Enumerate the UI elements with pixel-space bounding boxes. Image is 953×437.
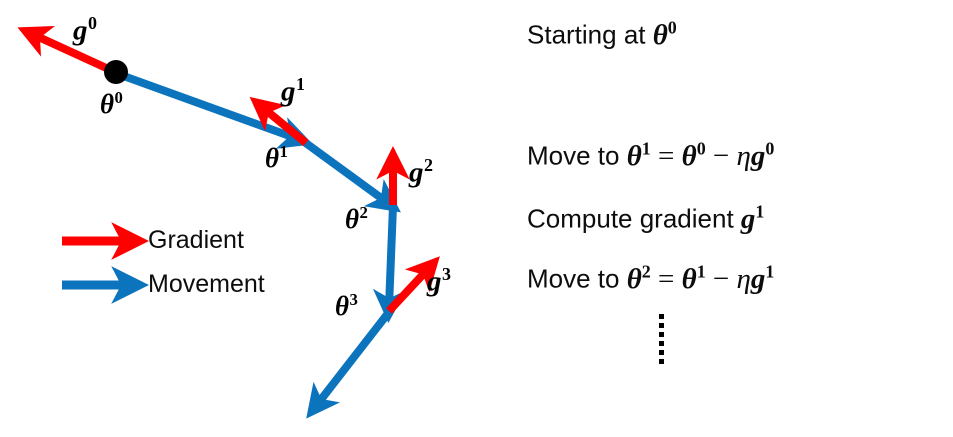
step-compute-gradient-g1: Compute gradient g1 [527,201,765,235]
gradient-arrows [17,26,440,314]
gradient-label-g3: g3 [427,264,451,298]
legend-label-movement: Movement [148,270,265,298]
movement-arrow-3 [306,309,393,419]
step-prefix: Starting at [527,19,653,50]
step-move-to-theta2: Move to θ2 = θ1 − ηg1 [527,261,775,295]
movement-arrow-0 [116,70,314,149]
node-label-theta0: θ0 [100,88,123,119]
movement-arrow-2 [372,205,407,323]
step-prefix: Move to [527,140,627,171]
gradient-arrow-0 [17,26,117,76]
step-move-to-theta1: Move to θ1 = θ0 − ηg0 [527,138,775,172]
step-prefix: Compute gradient [527,203,741,234]
node-label-theta3: θ3 [335,290,358,321]
node-label-theta1: θ1 [265,142,288,173]
node-label-theta2: θ2 [345,203,368,234]
gradient-label-g2: g2 [409,155,433,189]
step-prefix: Move to [527,263,627,294]
step-starting-at: Starting at θ0 [527,17,677,51]
gradient-arrow-3 [386,256,440,314]
gradient-arrow-1 [249,96,309,147]
legend-arrows [62,222,149,304]
theta0-point-marker [104,60,128,84]
vertical-ellipsis-icon [659,314,666,366]
movement-arrow-1 [300,137,401,213]
gradient-label-g1: g1 [281,74,305,108]
gradient-label-g0: g0 [73,13,97,47]
legend-label-gradient: Gradient [148,226,244,254]
